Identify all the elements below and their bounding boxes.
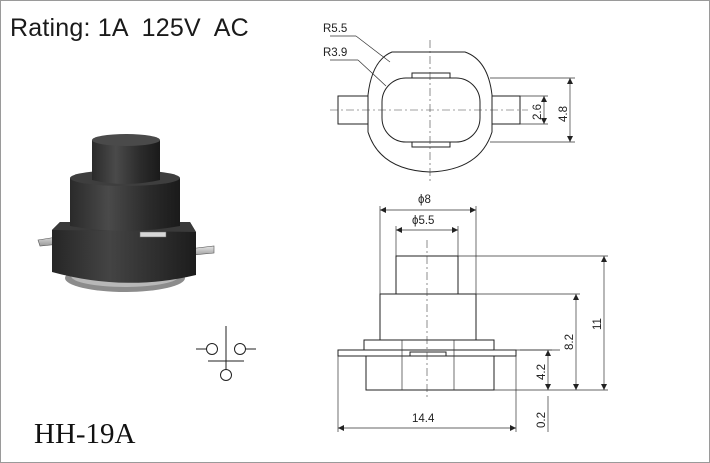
label-height-base: 4.2 bbox=[536, 364, 548, 380]
svg-text:4.8: 4.8 bbox=[558, 106, 570, 122]
label-thickness: 0.2 bbox=[536, 412, 548, 428]
svg-text:2.6: 2.6 bbox=[532, 104, 544, 120]
rating-title: Rating: 1A 125V AC bbox=[10, 14, 249, 42]
label-dim-4-8: 4.8 bbox=[558, 106, 570, 122]
svg-text:ϕ8: ϕ8 bbox=[418, 194, 431, 206]
label-dia-inner: ϕ5.5 bbox=[412, 215, 434, 227]
svg-text:14.4: 14.4 bbox=[412, 413, 435, 425]
svg-text:0.2: 0.2 bbox=[536, 412, 548, 428]
svg-text:11: 11 bbox=[592, 318, 604, 330]
label-height-total: 11 bbox=[592, 318, 604, 330]
svg-text:8.2: 8.2 bbox=[564, 334, 576, 350]
label-height-body: 8.2 bbox=[564, 334, 576, 350]
label-r-inner: R3.9 bbox=[323, 47, 347, 59]
svg-text:R3.9: R3.9 bbox=[323, 47, 347, 59]
label-dia-outer: ϕ8 bbox=[418, 194, 431, 206]
svg-text:R5.5: R5.5 bbox=[323, 23, 347, 35]
label-r-outer: R5.5 bbox=[323, 23, 347, 35]
model-number: HH-19A bbox=[34, 418, 136, 450]
svg-text:ϕ5.5: ϕ5.5 bbox=[412, 215, 434, 227]
svg-text:4.2: 4.2 bbox=[536, 364, 548, 380]
label-width-base: 14.4 bbox=[412, 413, 435, 425]
label-dim-2-6: 2.6 bbox=[532, 104, 544, 120]
